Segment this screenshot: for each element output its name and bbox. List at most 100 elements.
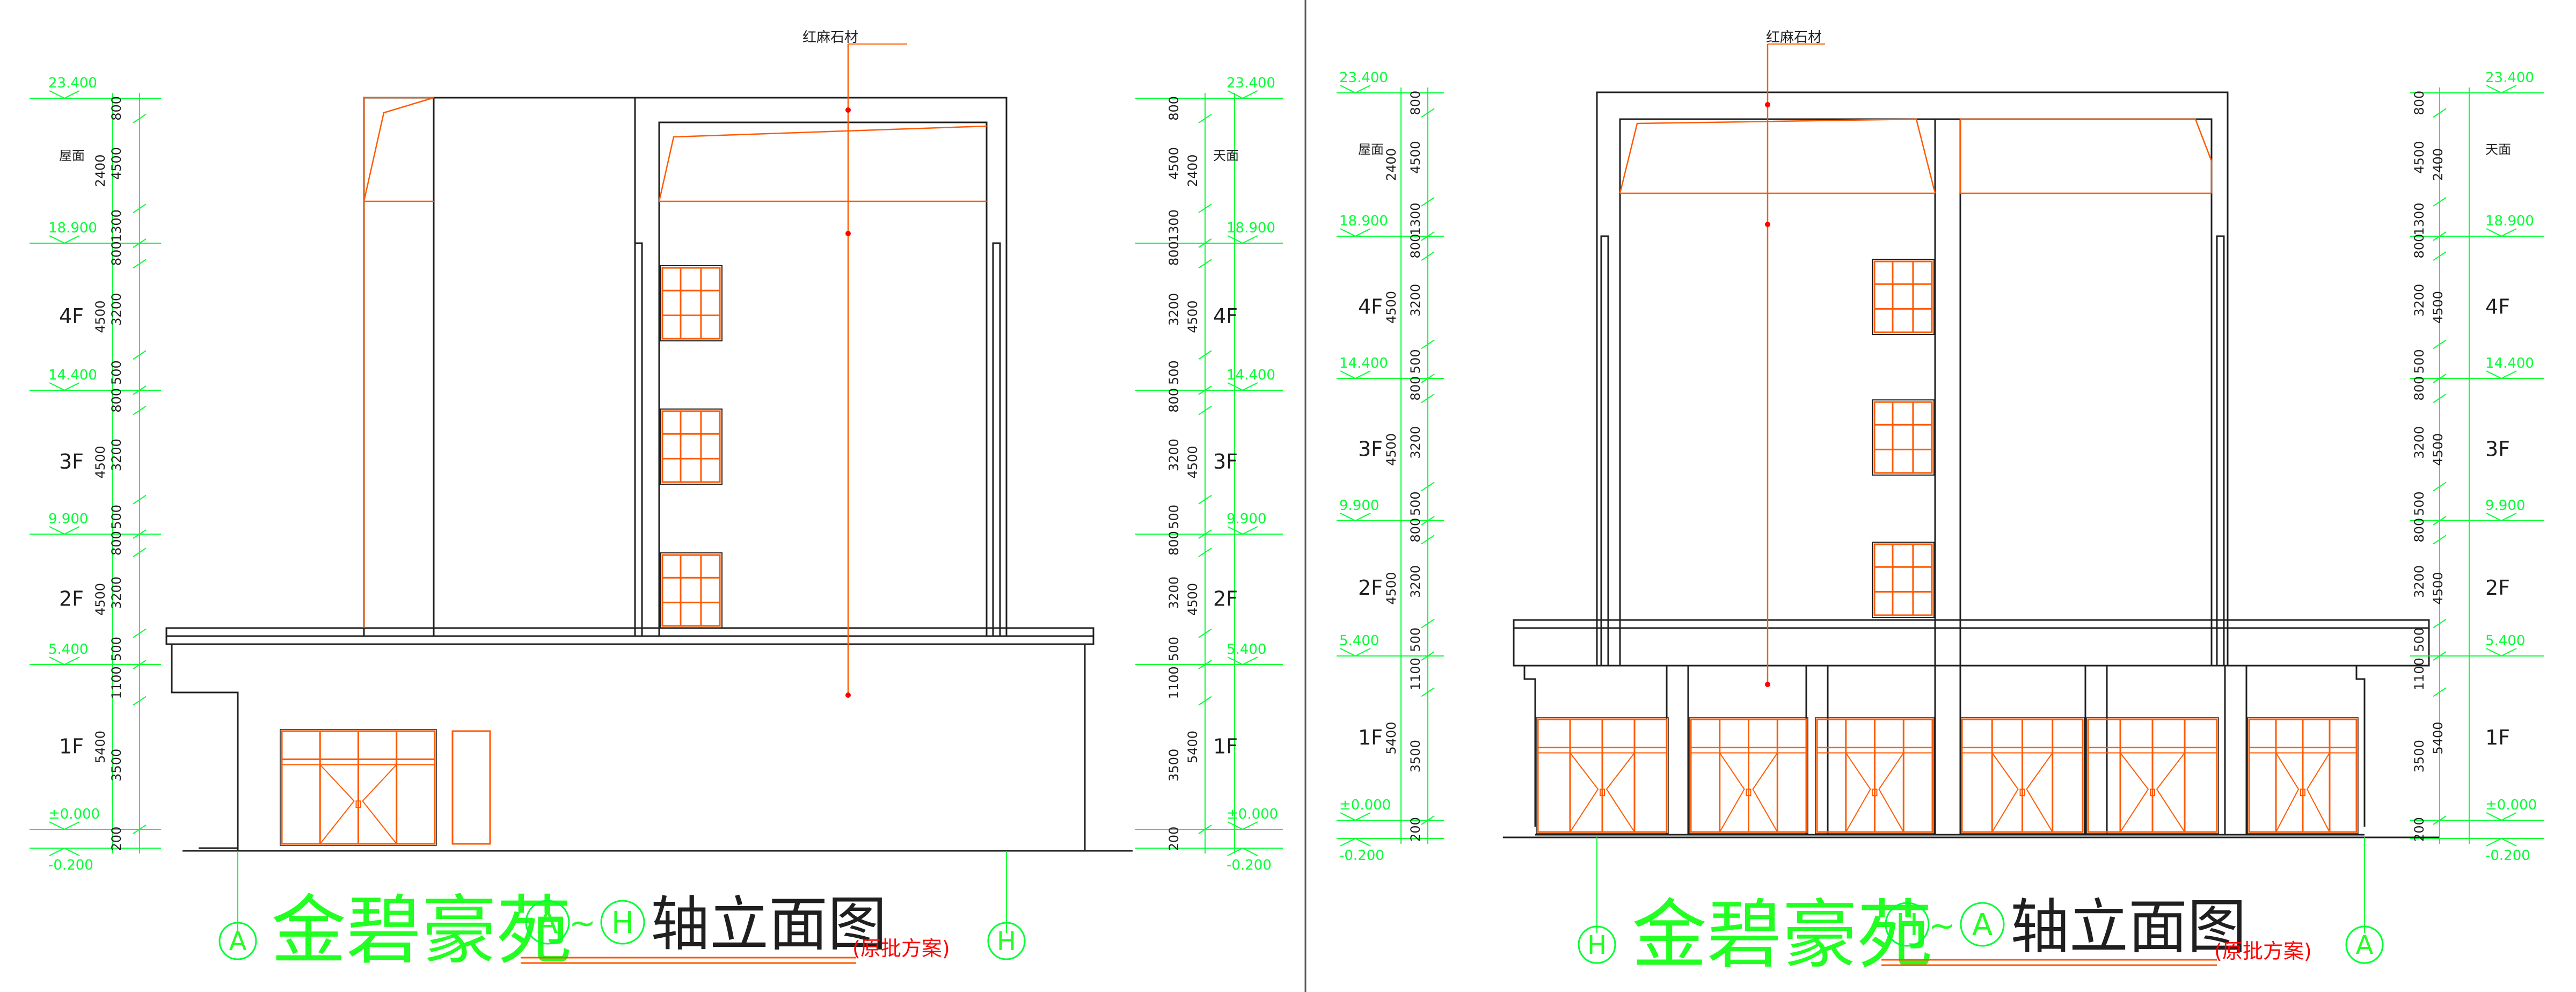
right-title-block: H 金碧豪苑 H ~ A 轴立面图 (原批方案) A — [1578, 892, 2384, 979]
door — [1689, 717, 1808, 834]
dimension-value: 2400 — [1384, 148, 1399, 181]
dimension-value: 4500 — [93, 446, 108, 478]
door — [280, 729, 437, 846]
axis-bubble-right — [987, 922, 1026, 960]
roof-parapet — [363, 97, 987, 628]
dimension-value: 3200 — [109, 293, 124, 326]
dimension-value: 1100 — [1166, 666, 1181, 699]
roof-label: 屋面 — [59, 148, 85, 163]
dimension-value: 4500 — [2412, 141, 2427, 174]
axis-bubble-right-label: A — [2356, 930, 2374, 960]
window — [660, 552, 723, 629]
dimension-value: 800 — [1166, 388, 1181, 413]
material-leader: 红麻石材 — [802, 30, 907, 698]
dimension-value: 5400 — [2431, 721, 2446, 754]
axis-bubble-left-label: H — [1587, 930, 1607, 960]
dimension-value: 200 — [109, 827, 124, 851]
level-value: ±0.000 — [48, 806, 100, 822]
level-value: 14.400 — [1227, 367, 1275, 383]
floor-label: 4F — [1213, 304, 1238, 328]
door — [2086, 717, 2219, 834]
dimension-value: 800 — [1166, 241, 1181, 266]
floor-label: 3F — [1358, 437, 1383, 461]
side-door — [451, 730, 491, 845]
dimension-value: 500 — [109, 505, 124, 529]
dimension-value: 5400 — [1185, 731, 1200, 763]
dimension-value: 3200 — [109, 577, 124, 609]
dimension-value: 800 — [109, 531, 124, 556]
floor-label: 3F — [59, 450, 84, 473]
roof-parapet — [1619, 118, 2213, 194]
dimension-value: 3200 — [2412, 565, 2427, 598]
axis-tilde: ~ — [1929, 907, 1955, 945]
floor-label: 1F — [1213, 735, 1238, 758]
dimension-value: 4500 — [1166, 147, 1181, 180]
dimension-value: 3200 — [1166, 293, 1181, 326]
dimension-value: 1300 — [109, 209, 124, 242]
dimension-value: 5400 — [1384, 721, 1399, 754]
dimension-value: 800 — [109, 241, 124, 266]
drawing-title: 金碧豪苑 — [271, 887, 572, 975]
left-title-block: A 金碧豪苑 A ~ H 轴立面图 (原批方案) H — [218, 887, 1026, 975]
elevation-h-to-a: 红麻石材 23.40018.90014.4009.9005.400±0.000-… — [1337, 30, 2544, 979]
dimension-value: 5400 — [93, 731, 108, 763]
door — [1960, 717, 2085, 834]
dimension-value: 2400 — [2431, 148, 2446, 181]
dimension-value: 3500 — [109, 749, 124, 782]
axis-tilde: ~ — [569, 905, 596, 942]
right-doors — [1536, 717, 2359, 834]
axis-bubble-right — [2345, 925, 2384, 964]
floor-label: 1F — [59, 735, 84, 758]
dimension-value: 3200 — [1166, 577, 1181, 609]
dimension-value: 800 — [109, 96, 124, 121]
axis-bubble-left-label: A — [229, 927, 247, 957]
level-value: 18.900 — [2485, 213, 2534, 229]
dimension-value: 1300 — [2412, 202, 2427, 235]
dimension-value: 4500 — [2431, 572, 2446, 604]
dimension-value: 3200 — [2412, 284, 2427, 317]
window — [1872, 542, 1935, 618]
floor-label: 1F — [1358, 726, 1383, 749]
axis-bubble-right-label: H — [997, 927, 1016, 957]
roof-label: 天面 — [2485, 142, 2511, 157]
level-value: ±0.000 — [1227, 806, 1278, 822]
dimension-value: 200 — [1408, 817, 1423, 842]
floor-label: 1F — [2485, 726, 2510, 749]
dimension-value: 500 — [2412, 628, 2427, 652]
dimension-value: 3200 — [109, 439, 124, 471]
level-value: 23.400 — [1227, 75, 1275, 91]
drawing-subtitle: 轴立面图 — [651, 890, 887, 959]
axis-end-label: H — [611, 906, 634, 940]
dimension-value: 4500 — [1185, 300, 1200, 333]
floor-label: 3F — [2485, 437, 2510, 461]
drawing-subtitle: 轴立面图 — [2010, 893, 2246, 961]
window — [660, 265, 723, 341]
level-value: 9.900 — [1227, 511, 1266, 527]
dimension-value: 4500 — [93, 300, 108, 333]
floor-label: 2F — [59, 587, 84, 611]
dimension-value: 800 — [1408, 518, 1423, 543]
dimension-value: 800 — [2412, 234, 2427, 259]
dimension-value: 2400 — [93, 154, 108, 187]
door — [1815, 717, 1935, 834]
dimension-value: 3500 — [2412, 740, 2427, 772]
level-value: 9.900 — [2485, 498, 2525, 514]
floor-label: 2F — [1358, 576, 1383, 600]
axis-start-label: H — [1896, 908, 1918, 943]
scheme-note: (原批方案) — [852, 937, 950, 960]
floor-label: 2F — [1213, 587, 1238, 611]
dimension-value: 200 — [1166, 827, 1181, 851]
floor-label: 4F — [1358, 295, 1383, 319]
level-value: ±0.000 — [1339, 797, 1391, 813]
building-outline — [165, 97, 1133, 852]
dimension-value: 3200 — [1408, 426, 1423, 459]
level-value: 14.400 — [2485, 355, 2534, 371]
dimension-value: 4500 — [1408, 141, 1423, 174]
left-level-marks: 23.40018.90014.4009.9005.400±0.000-0.200… — [30, 75, 1283, 873]
level-value: 23.400 — [48, 75, 97, 91]
dimension-value: 500 — [1166, 360, 1181, 385]
level-value: -0.200 — [48, 857, 93, 873]
dimension-value: 800 — [1166, 531, 1181, 556]
